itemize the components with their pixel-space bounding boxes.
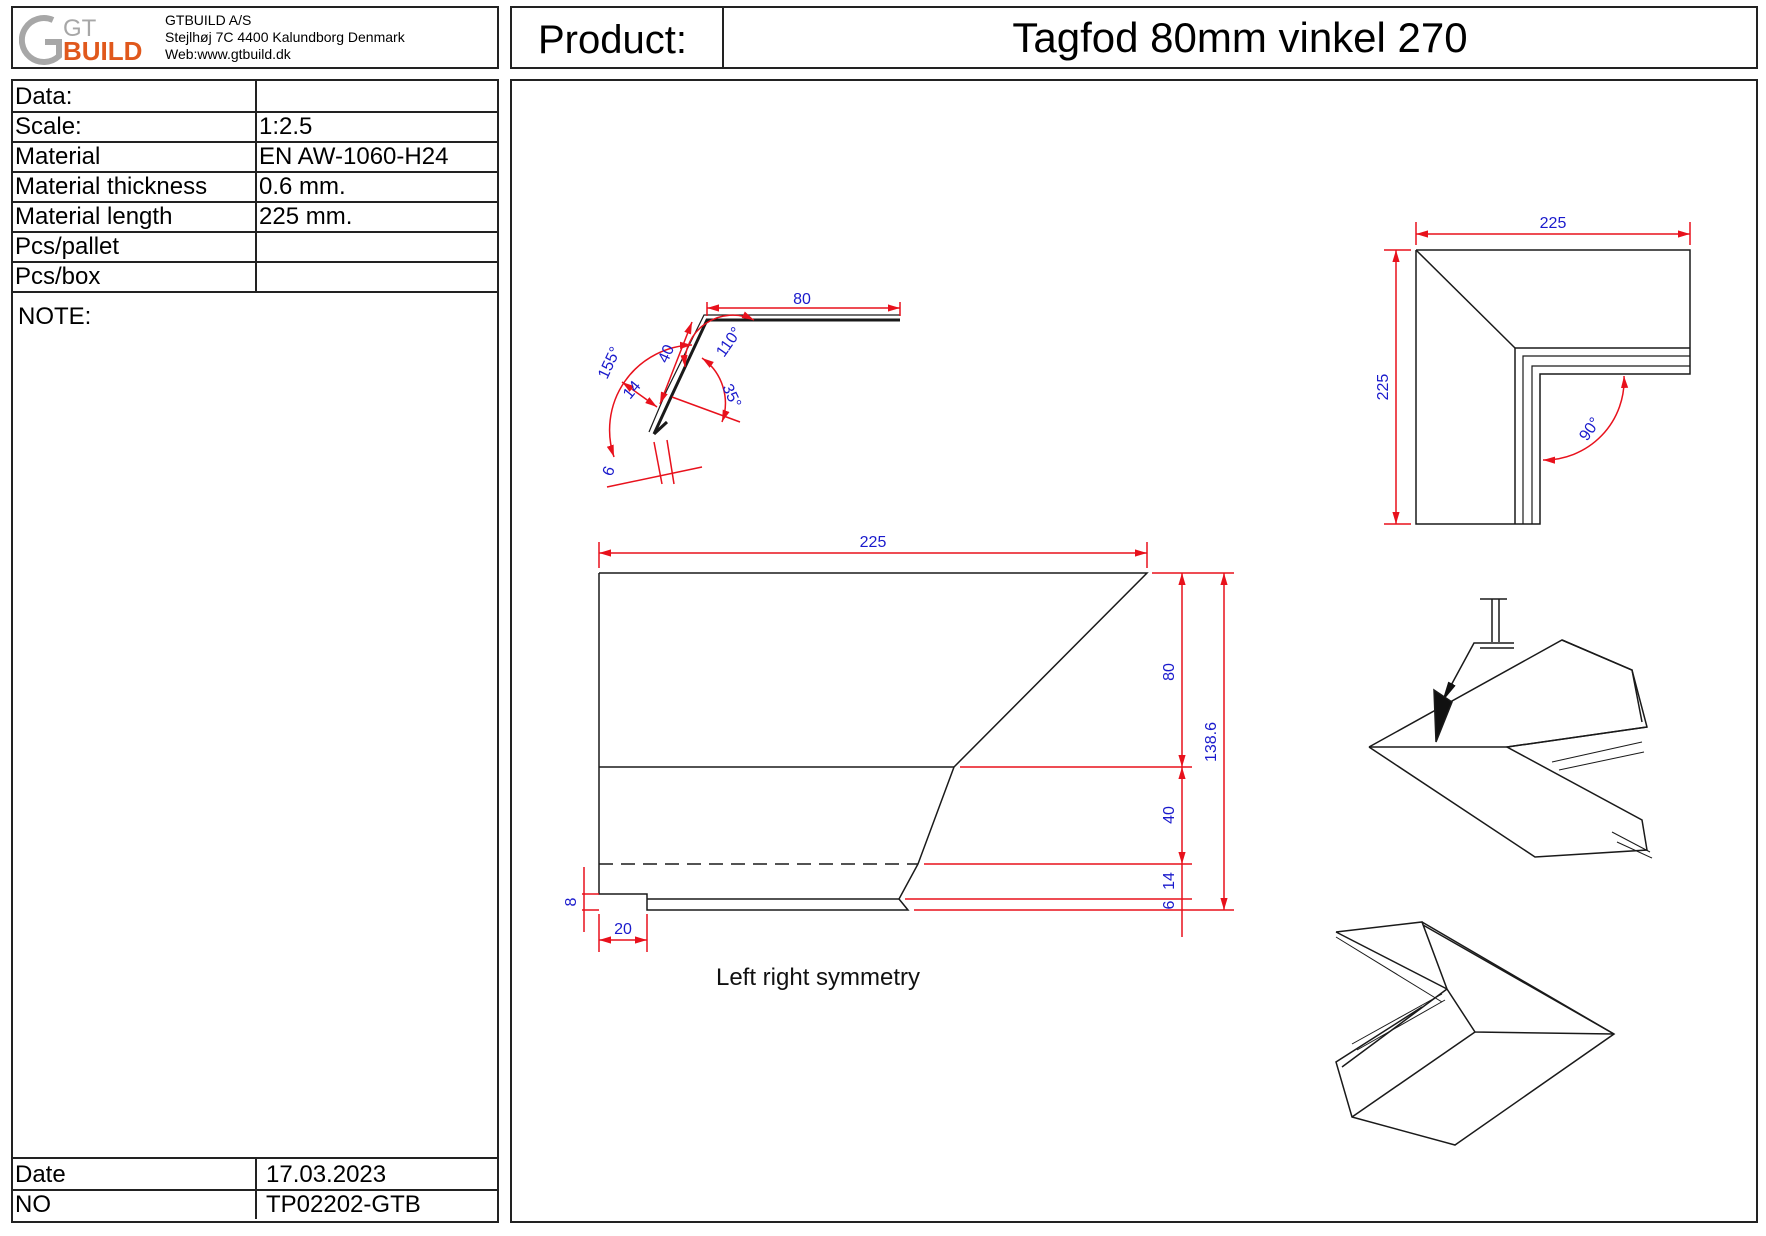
spec-table: Data: Scale: 1:2.5 Material EN AW-1060-H… [11, 79, 499, 1223]
spec-key: Material length [15, 203, 173, 230]
no-value: TP02202-GTB [266, 1191, 421, 1218]
note-label: NOTE: [18, 303, 92, 330]
dim-flat-14: 14 [1161, 872, 1178, 890]
dim-angle-155: 155° [595, 345, 624, 382]
dim-profile-40: 40 [655, 342, 678, 365]
profile-section: 80 110° 155° 35° 40 14 6 [595, 291, 901, 488]
company-block: GT BUILD GTBUILD A/S Stejlhøj 7C 4400 Ka… [11, 6, 499, 69]
top-view: 225 225 90° [1375, 215, 1691, 525]
spec-key: Data: [15, 83, 73, 110]
dim-flat-total: 138.6 [1203, 722, 1220, 762]
company-address: Stejlhøj 7C 4400 Kalundborg Denmark [165, 29, 405, 45]
company-name: GTBUILD A/S [165, 12, 252, 28]
spec-row-pallet: Pcs/pallet [13, 231, 497, 263]
product-header: Product: Tagfod 80mm vinkel 270 [510, 6, 1758, 69]
dim-angle-110: 110° [713, 324, 745, 360]
spec-key: Scale: [15, 113, 82, 140]
dim-notch-8: 8 [563, 897, 580, 906]
dim-flat-80: 80 [1161, 663, 1178, 681]
product-name: Tagfod 80mm vinkel 270 [1012, 14, 1468, 61]
dim-top-225-height: 225 [1375, 374, 1392, 401]
footer-row-date: Date 17.03.2023 [13, 1159, 497, 1191]
no-label: NO [15, 1191, 51, 1218]
gtbuild-logo: GT BUILD [19, 15, 142, 66]
spec-value: 1:2.5 [259, 113, 313, 140]
dim-flat-40: 40 [1161, 806, 1178, 824]
dim-flat-225: 225 [860, 534, 887, 551]
dim-profile-6: 6 [600, 464, 619, 478]
dim-flat-6: 6 [1161, 900, 1178, 909]
symmetry-caption: Left right symmetry [716, 964, 920, 991]
logo-text-bottom: BUILD [63, 36, 142, 66]
dim-angle-35: 35° [718, 382, 744, 411]
spec-key: Material [15, 143, 101, 170]
logo-text-top: GT [63, 15, 97, 42]
technical-drawing: 80 110° 155° 35° 40 14 6 [563, 215, 1691, 1146]
spec-key: Pcs/pallet [15, 233, 120, 260]
header-divider [722, 8, 724, 67]
iso-view-upper [1368, 598, 1653, 859]
dim-notch-20: 20 [614, 921, 632, 938]
footer-row-no: NO TP02202-GTB [13, 1189, 497, 1219]
company-info: GTBUILD A/S Stejlhøj 7C 4400 Kalundborg … [165, 12, 405, 63]
spec-value: 225 mm. [259, 203, 353, 230]
spec-key: Pcs/box [15, 263, 101, 290]
iso-view-lower [1335, 921, 1616, 1146]
spec-row-scale: Scale: 1:2.5 [13, 111, 497, 143]
dim-profile-14: 14 [620, 378, 645, 403]
drawing-sheet: 80 110° 155° 35° 40 14 6 [510, 79, 1758, 1223]
date-label: Date [15, 1161, 66, 1188]
spec-row-thickness: Material thickness 0.6 mm. [13, 171, 497, 203]
flat-pattern: 225 80 40 14 6 138.6 8 20 Left right sym… [563, 534, 1234, 991]
spec-value: 0.6 mm. [259, 173, 346, 200]
spec-row-data: Data: [13, 81, 497, 113]
company-web: Web:www.gtbuild.dk [165, 46, 291, 62]
dim-profile-80: 80 [793, 291, 811, 308]
spec-row-material: Material EN AW-1060-H24 [13, 141, 497, 173]
spec-key: Material thickness [15, 173, 208, 200]
spec-row-length: Material length 225 mm. [13, 201, 497, 233]
dim-top-225-width: 225 [1540, 215, 1567, 232]
footer-rows: Date 17.03.2023 NO TP02202-GTB [13, 1157, 497, 1221]
spec-row-box: Pcs/box [13, 261, 497, 293]
date-value: 17.03.2023 [266, 1161, 387, 1188]
dim-top-angle-90: 90° [1576, 415, 1604, 445]
product-label: Product: [538, 18, 687, 62]
spec-value: EN AW-1060-H24 [259, 143, 449, 170]
